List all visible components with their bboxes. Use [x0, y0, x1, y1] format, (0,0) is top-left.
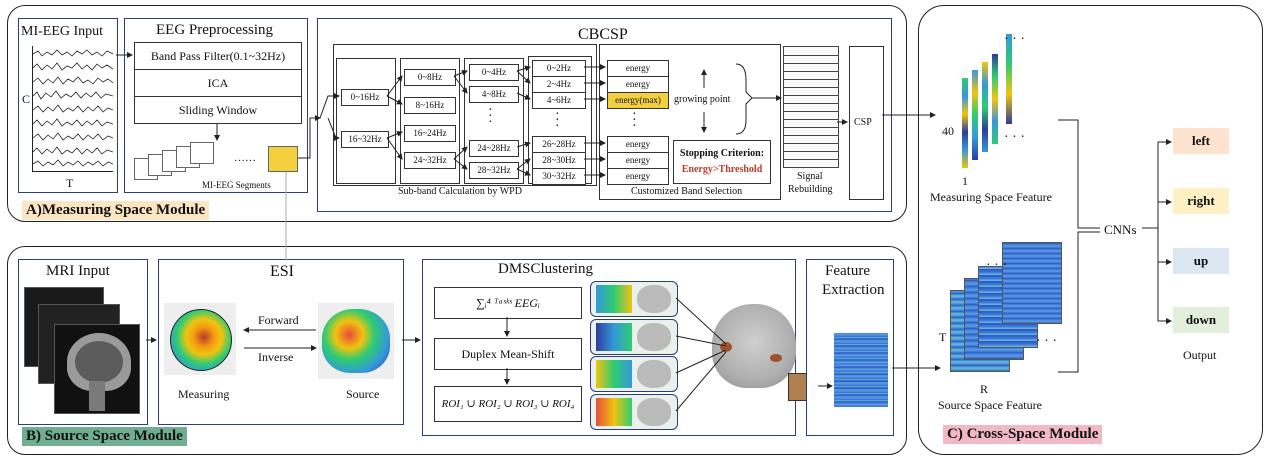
eeg-preprocessing-title: EEG Preprocessing	[156, 22, 274, 38]
measuring-feature-strips	[958, 34, 1018, 168]
source-module-label: B) Source Space Module	[22, 427, 187, 446]
source-brain-map	[318, 303, 394, 379]
wpd-band-28-32: 28~32Hz	[469, 162, 519, 179]
segments-label: MI-EEG Segments	[202, 180, 271, 190]
roi-highlight-1	[720, 342, 732, 352]
stopping-criterion-title: Stopping Criterion:	[679, 148, 765, 159]
cross-space-panel	[918, 5, 1263, 455]
ss-axis-r: R	[980, 382, 989, 396]
output-up: up	[1173, 248, 1229, 274]
ss-caption: Source Space Feature	[938, 398, 1042, 412]
source-feature-matrix	[834, 333, 888, 407]
dmsclustering-title: DMSClustering	[498, 261, 594, 277]
energy-max: energy(max)	[607, 92, 669, 109]
wpd-level3-frame	[464, 58, 524, 184]
wpd-frame	[333, 44, 597, 186]
cluster-row-1	[590, 281, 678, 317]
measuring-space-panel	[7, 5, 907, 222]
sliding-window-step: Sliding Window	[178, 103, 258, 117]
cbcsp-title: CBCSP	[578, 26, 628, 43]
inverse-label: Inverse	[258, 350, 294, 364]
segments-ellipsis: ……	[234, 152, 256, 164]
wpd-band-30-32: 30~32Hz	[532, 168, 586, 185]
band-selection-frame	[599, 44, 781, 200]
growing-point-label: growing point	[674, 94, 731, 105]
source-feature-stack	[950, 240, 1062, 380]
selected-segment	[268, 146, 298, 172]
wpd-band-24-28: 24~28Hz	[469, 140, 519, 157]
t-axis-label: T	[66, 176, 74, 190]
ms-axis-40: 40	[942, 124, 954, 138]
stopping-criterion-rule: Energy>Threshold	[681, 164, 763, 175]
source-caption: Source	[346, 387, 380, 401]
forward-label: Forward	[258, 313, 299, 327]
cluster-row-3	[590, 356, 678, 392]
feature-title-1: Feature	[825, 263, 870, 279]
eeg-segment-stack	[134, 142, 234, 180]
output-down: down	[1173, 307, 1229, 333]
wpd-band-4-8: 4~8Hz	[469, 86, 519, 103]
mri-slice-3	[54, 324, 140, 414]
bandpass-filter-step: Band Pass Filter(0.1~32Hz)	[135, 43, 301, 70]
wpd-col4-vdots: ···	[555, 107, 560, 134]
wpd-band-0-16: 0~16Hz	[341, 89, 389, 106]
ms-axis-1: 1	[962, 174, 968, 188]
band-selection-caption: Customized Band Selection	[631, 186, 743, 197]
mi-eeg-input-title: MI-EEG Input	[21, 24, 104, 39]
roi-union-box: ROI₁ ∪ ROI₂ ∪ ROI₃ ∪ ROI₄	[434, 386, 582, 422]
wpd-band-4-6: 4~6Hz	[532, 92, 586, 109]
wpd-level2-frame	[400, 58, 460, 184]
stopping-criterion-box: Stopping Criterion: Energy>Threshold	[673, 140, 771, 184]
output-caption: Output	[1183, 348, 1217, 362]
ms-caption: Measuring Space Feature	[930, 190, 1052, 204]
signal-caption-2: Rebuilding	[788, 184, 833, 195]
sum-eeg-box: ∑ᵢ⁴ ᵀᵃˢᵏˢ EEGᵢ	[434, 287, 582, 319]
ss-dots-bottom: · · ·	[1036, 334, 1057, 349]
measuring-caption: Measuring	[178, 387, 230, 401]
cross-module-label: C) Cross-Space Module	[943, 425, 1103, 444]
energy-5: energy	[607, 168, 669, 185]
wpd-band-16-24: 16~24Hz	[404, 125, 456, 142]
signal-caption-1: Signal	[797, 171, 823, 182]
mean-shift-box: Duplex Mean-Shift	[434, 338, 582, 370]
cluster-row-2	[590, 319, 678, 355]
csp-label: CSP	[854, 117, 872, 128]
measuring-topomap	[164, 303, 236, 375]
measuring-module-label: A)Measuring Space Module	[22, 201, 210, 220]
signal-rebuilding-image	[783, 46, 839, 168]
wpd-col3-vdots: ···	[488, 103, 493, 130]
energy-vdots: ···	[632, 107, 637, 134]
roi-highlight-2	[770, 354, 782, 362]
feature-title-2: Extraction	[822, 282, 885, 298]
esi-title: ESI	[270, 263, 294, 280]
source-space-panel	[7, 246, 907, 455]
wpd-caption: Sub-band Calculation by WPD	[398, 186, 522, 197]
ica-step: ICA	[135, 70, 301, 97]
preprocessing-steps: Band Pass Filter(0.1~32Hz) ICA Sliding W…	[134, 42, 302, 124]
eeg-signal-traces	[32, 46, 113, 172]
wpd-band-8-16: 8~16Hz	[404, 97, 456, 114]
ss-dots-top: · · ·	[986, 258, 1007, 273]
c-axis-label: C	[22, 92, 31, 106]
output-right: right	[1173, 188, 1229, 214]
ms-dots-bottom: · · ·	[1004, 130, 1025, 145]
mri-input-title: MRI Input	[46, 263, 110, 279]
cluster-row-4	[590, 394, 678, 430]
wpd-root-node	[336, 58, 396, 184]
cnns-label: CNNs	[1104, 222, 1137, 237]
csp-box	[849, 46, 884, 200]
output-left: left	[1173, 128, 1229, 154]
ms-dots-top: · · ·	[1004, 32, 1025, 47]
ss-axis-t: T	[939, 330, 947, 344]
